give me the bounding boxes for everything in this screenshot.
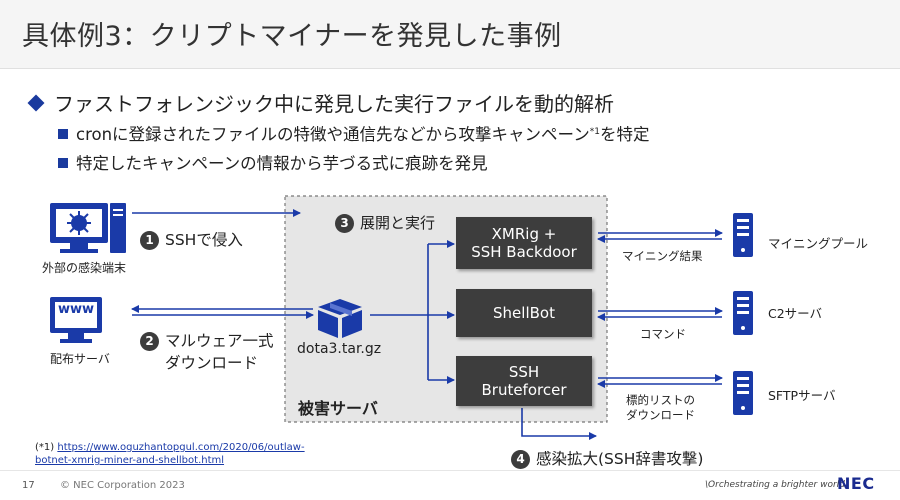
- target-list-line1: 標的リストの: [626, 393, 695, 407]
- archive-file-label: dota3.tar.gz: [297, 341, 382, 357]
- step3-number: 3: [335, 214, 354, 233]
- step3-text: 展開と実行: [360, 214, 436, 232]
- sub-bullet-1-text: cronに登録されたファイルの特徴や通信先などから攻撃キャンペーン: [76, 125, 590, 144]
- footer-divider: [0, 470, 900, 471]
- title-bar: [0, 0, 900, 68]
- victim-server-label: 被害サーバ: [298, 399, 378, 418]
- square-bullet-icon: [58, 129, 68, 139]
- www-label: www: [57, 302, 95, 317]
- shellbot-line: ShellBot: [493, 304, 555, 322]
- footnote-link-line1[interactable]: https://www.oguzhantopgul.com/2020/06/ou…: [57, 442, 305, 453]
- ssh-bruteforcer-box: SSH Bruteforcer: [456, 356, 592, 406]
- shellbot-box: ShellBot: [456, 289, 592, 337]
- sub-bullet-1-tail: を特定: [599, 125, 650, 144]
- ssh-line: SSH: [508, 363, 540, 381]
- target-list-line2: ダウンロード: [626, 408, 695, 422]
- c2-server-label: C2サーバ: [768, 306, 823, 321]
- package-icon: [318, 299, 362, 338]
- step3-label: 3 展開と実行: [335, 212, 435, 233]
- main-bullet-text: ファストフォレンジック中に発見した実行ファイルを動的解析: [54, 92, 614, 116]
- infected-terminal-icon: [50, 203, 126, 253]
- sub-bullet-2-text: 特定したキャンペーンの情報から芋づる式に痕跡を発見: [76, 154, 488, 173]
- step2-text-line2: ダウンロード: [165, 354, 259, 372]
- ssh-backdoor-line: SSH Backdoor: [471, 243, 577, 261]
- step4-label: 4 感染拡大(SSH辞書攻撃): [511, 447, 703, 469]
- slide-title: 具体例3：クリプトマイナーを発見した事例: [22, 21, 562, 52]
- command-label: コマンド: [640, 327, 686, 341]
- page-number: 17: [22, 480, 35, 491]
- bruteforcer-line: Bruteforcer: [481, 381, 567, 399]
- step1-number: 1: [140, 231, 159, 250]
- sub-bullet-2: 特定したキャンペーンの情報から芋づる式に痕跡を発見: [58, 150, 488, 174]
- tagline: \Orchestrating a brighter world: [705, 480, 845, 490]
- xmrig-line: XMRig +: [491, 225, 557, 243]
- www-server-icon: [50, 297, 102, 343]
- target-list-label: 標的リストの ダウンロード: [626, 393, 695, 423]
- nec-logo: NEC: [837, 474, 875, 493]
- step4-number: 4: [511, 450, 530, 469]
- sftp-server-icon: [733, 371, 753, 415]
- footnote-ref: *1: [589, 127, 600, 137]
- main-bullet: ファストフォレンジック中に発見した実行ファイルを動的解析: [27, 88, 614, 117]
- sub-bullet-1: cronに登録されたファイルの特徴や通信先などから攻撃キャンペーン*1を特定: [58, 121, 649, 145]
- step1-label: 1 SSHで侵入: [140, 228, 243, 250]
- step1-text: SSHで侵入: [165, 231, 243, 249]
- mining-result-label: マイニング結果: [622, 249, 703, 263]
- step2-number: 2: [140, 332, 159, 351]
- c2-server-icon: [733, 291, 753, 335]
- title-divider: [0, 68, 900, 69]
- mining-pool-server-icon: [733, 213, 753, 257]
- step2-label: 2 マルウェア一式 ダウンロード: [140, 330, 274, 374]
- mining-pool-label: マイニングプール: [768, 236, 869, 251]
- copyright: © NEC Corporation 2023: [60, 480, 185, 491]
- spread-arrow: [521, 408, 597, 440]
- square-bullet-icon: [58, 158, 68, 168]
- step2-text-line1: マルウェア一式: [165, 332, 274, 350]
- xmrig-backdoor-box: XMRig + SSH Backdoor: [456, 217, 592, 269]
- sftp-server-label: SFTPサーバ: [768, 388, 836, 403]
- footnote-link-line2[interactable]: botnet-xmrig-miner-and-shellbot.html: [35, 455, 225, 466]
- step4-text: 感染拡大(SSH辞書攻撃): [536, 450, 704, 468]
- footnote-marker: (*1): [35, 442, 55, 453]
- footnote: (*1) https://www.oguzhantopgul.com/2020/…: [35, 441, 305, 467]
- infected-terminal-label: 外部の感染端末: [42, 261, 127, 275]
- distribution-server-label: 配布サーバ: [50, 352, 110, 366]
